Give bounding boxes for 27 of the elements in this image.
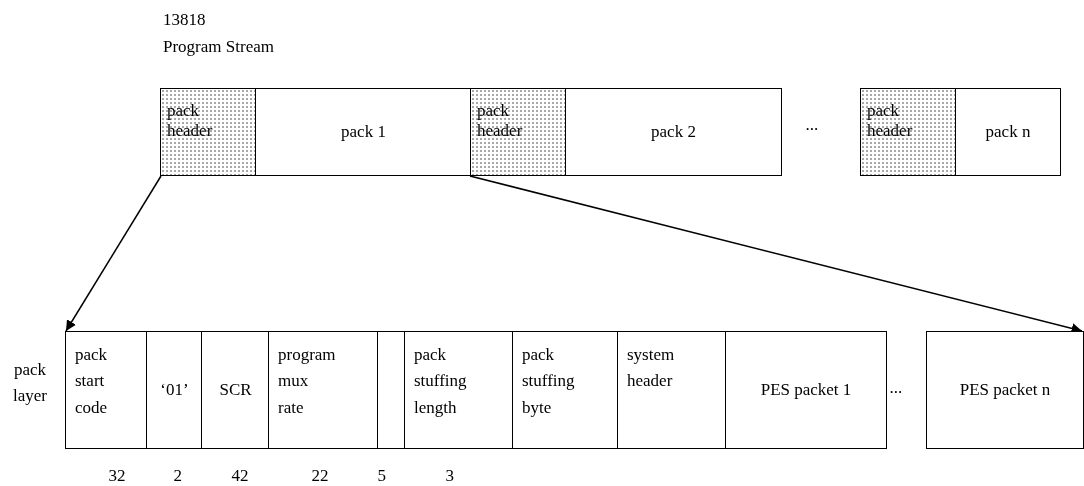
ellipsis: ... [805,115,819,135]
field-block: ‘01’ [146,331,203,449]
pack-header-block: pack header [860,88,957,176]
arrow [65,175,162,332]
field-block: pack stuffing byte [512,331,619,449]
bit-count: 22 [311,466,329,486]
bit-count: 32 [108,466,126,486]
bit-count: 5 [377,466,386,486]
row-label: pack layer [12,359,48,408]
pack-header-block: pack header [470,88,567,176]
ellipsis: ... [889,378,903,398]
field-block: program mux rate [268,331,379,449]
bit-count: 2 [173,466,182,486]
bit-count: 42 [231,466,249,486]
pack-block: pack 1 [255,88,472,176]
field-block: SCR [201,331,270,449]
field-block [377,331,406,449]
diagram-title: 13818 Program Stream [163,9,274,59]
field-block: system header [617,331,727,449]
pack-block: pack n [955,88,1061,176]
pack-header-block: pack header [160,88,257,176]
packet-block: PES packet 1 [725,331,887,449]
field-block: pack stuffing length [404,331,514,449]
pack-block: pack 2 [565,88,782,176]
bit-count: 3 [445,466,454,486]
packet-block: PES packet n [926,331,1084,449]
field-block: pack start code [65,331,148,449]
